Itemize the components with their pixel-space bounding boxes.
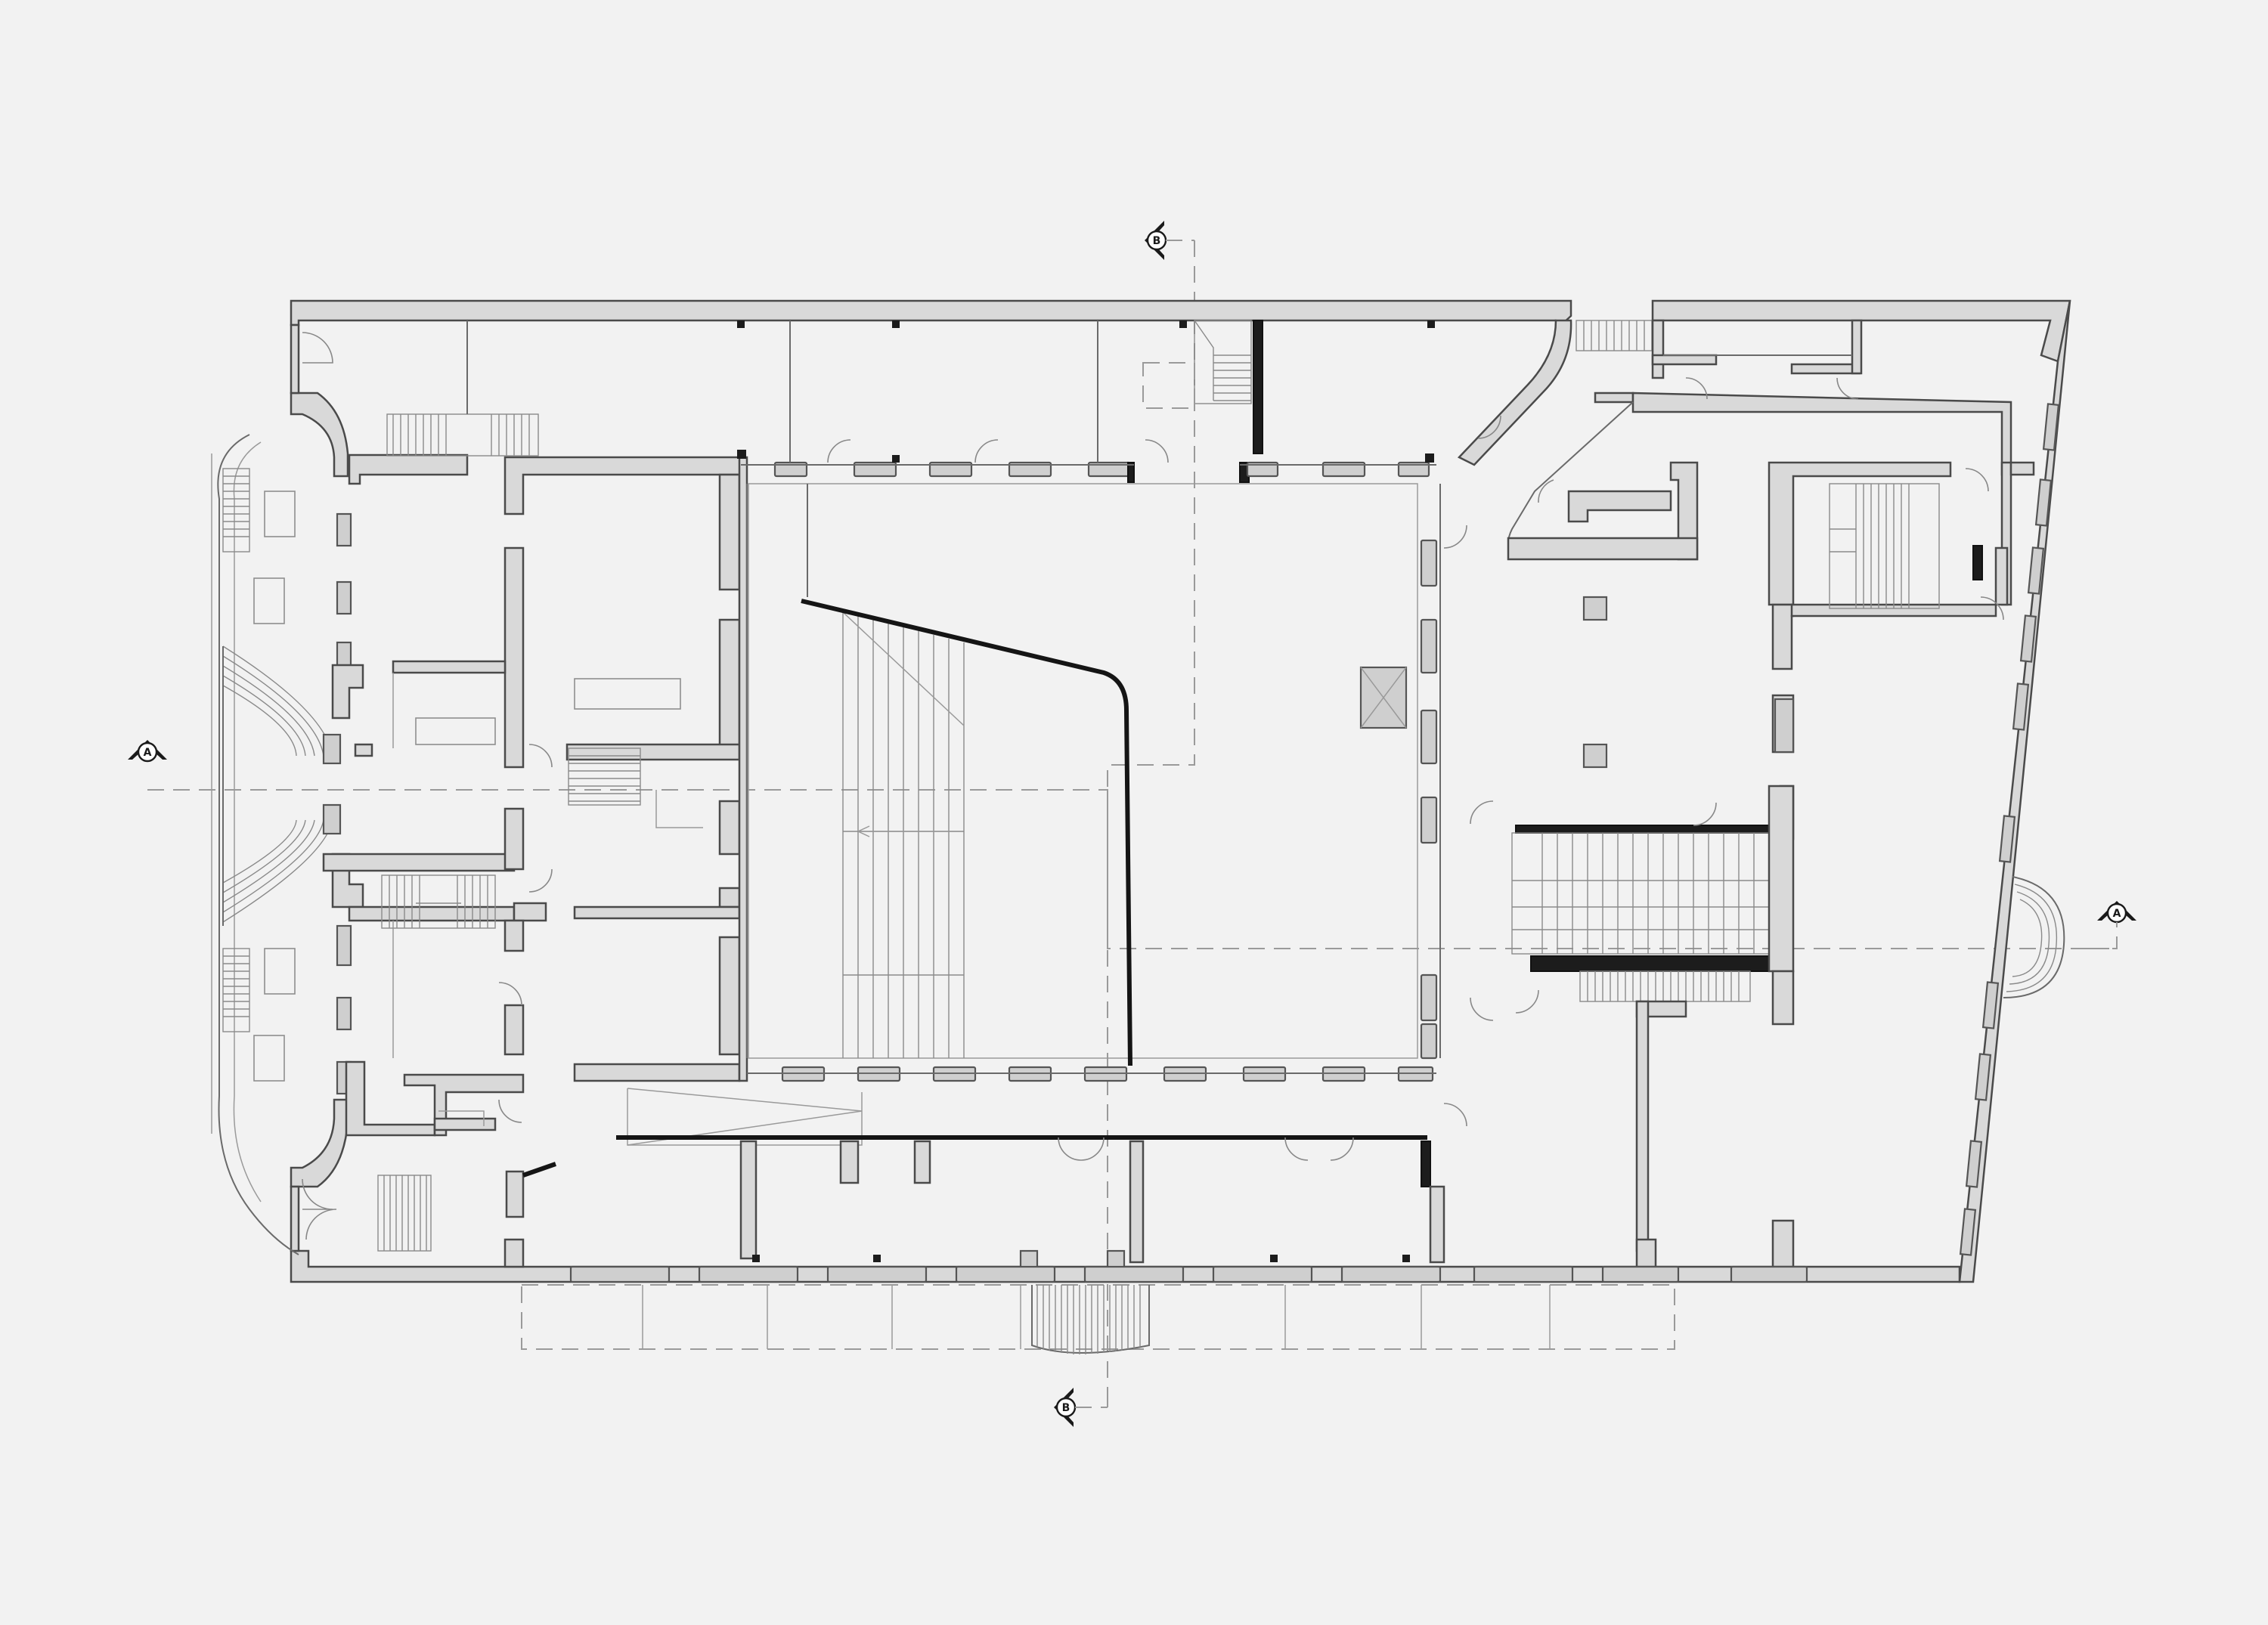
west-curved-bay-south (290, 1098, 349, 1188)
north-rooms (466, 319, 1653, 466)
section-line-b (1107, 240, 1195, 1391)
east-facade-windows (1959, 403, 2060, 1256)
west-facade-inner (233, 441, 262, 1202)
section-line-a (147, 789, 2109, 949)
south-rooms (521, 1135, 1808, 1350)
section-b-label-north: B (1153, 235, 1161, 247)
section-a-east-leader (2087, 922, 2118, 949)
door-swings (302, 332, 2004, 1240)
west-stairs (222, 413, 641, 1252)
section-marker-b-north: B (1145, 221, 1167, 260)
atrium-curved-wall (801, 599, 1132, 1066)
section-b-label-south: B (1062, 1402, 1070, 1414)
west-curved-steps (211, 453, 333, 1134)
west-wall-south-stub (290, 1185, 300, 1252)
section-lines (147, 240, 2109, 1407)
section-marker-a-west: A (128, 740, 167, 763)
section-a-label-east: A (2113, 908, 2121, 920)
west-curved-facade (217, 434, 299, 1255)
central-atrium (741, 461, 1441, 1082)
north-wall-west (290, 299, 1572, 327)
west-curved-bay-north (290, 392, 349, 478)
section-marker-a-east: A (2097, 901, 2136, 924)
east-round-bay (2003, 876, 2065, 998)
west-rooms (322, 453, 748, 1268)
south-entrance-steps (1031, 1285, 1150, 1354)
section-a-label-west: A (144, 747, 152, 759)
section-marker-b-south: B (1054, 1388, 1077, 1427)
west-wall-north-stub (290, 323, 300, 395)
west-pillars (322, 512, 364, 1095)
east-hall (1507, 319, 2035, 1268)
